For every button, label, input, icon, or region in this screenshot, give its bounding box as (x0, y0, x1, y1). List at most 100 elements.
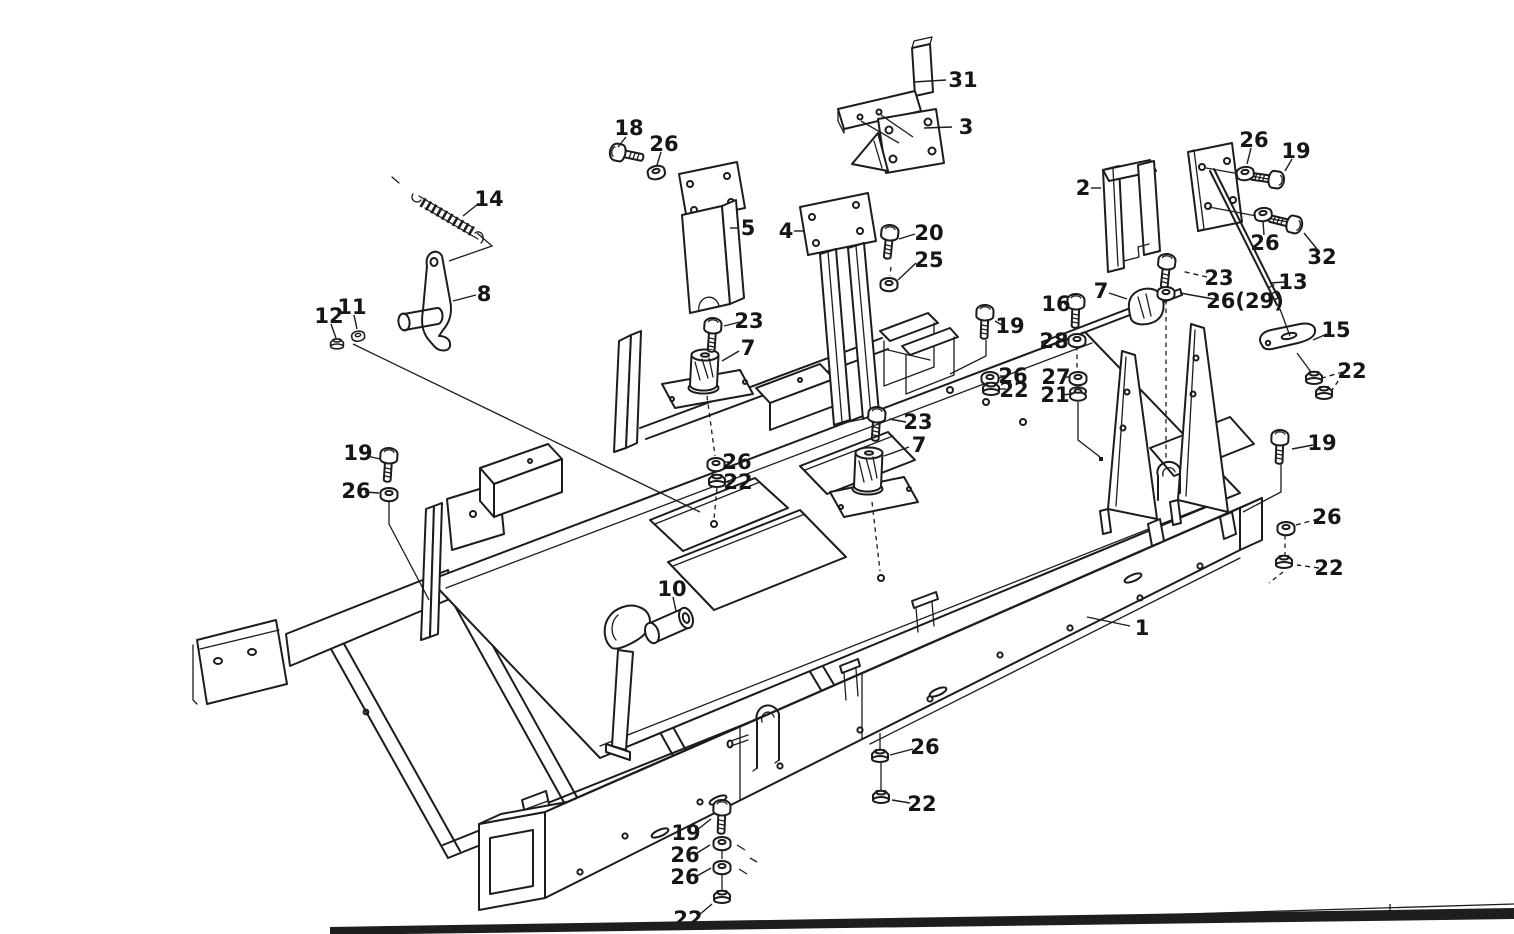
bracket-5 (678, 161, 746, 314)
washer-11 (350, 329, 366, 343)
part-callout-12: 12 (314, 304, 343, 328)
callout-leader-26 (889, 748, 914, 756)
u-bolt (755, 704, 780, 769)
part-callout-7: 7 (741, 336, 756, 360)
part-callout-26: 26 (998, 364, 1027, 388)
part-callout-22: 22 (999, 378, 1028, 402)
lever-8-and-spring-14 (391, 176, 484, 352)
callout-leader-1 (1086, 616, 1131, 627)
part-callout-26: 26 (1250, 231, 1279, 255)
callout-leader-26 (1262, 220, 1265, 236)
part-callout-5: 5 (741, 216, 756, 240)
rubber-mounts (661, 287, 1183, 518)
callout-leader-11 (353, 314, 358, 330)
callout-leader-28 (1061, 339, 1069, 342)
callout-leader-26(29) (1179, 292, 1220, 301)
bracket-2 (1102, 159, 1161, 273)
nut-22 (872, 789, 890, 804)
part-callout-7: 7 (912, 433, 927, 457)
washer-27 (1068, 371, 1088, 387)
part-callout-4: 4 (779, 219, 794, 243)
part-callout-2: 2 (1076, 176, 1091, 200)
part-callout-26: 26 (670, 843, 699, 867)
rear-rail-and-end-bracket (192, 569, 453, 705)
part-callout-3: 3 (959, 115, 974, 139)
nut-12 (329, 338, 345, 350)
part-callout-27: 27 (1041, 365, 1070, 389)
part-callout-7: 7 (1094, 279, 1109, 303)
part-callout-19: 19 (671, 821, 700, 845)
angle-posts-and-seats (420, 312, 959, 641)
part-callout-19: 19 (1307, 431, 1336, 455)
callout-leader-16 (1063, 302, 1070, 305)
part-callout-19: 19 (343, 441, 372, 465)
callout-leader-19 (366, 455, 381, 460)
part-callout-22: 22 (907, 792, 936, 816)
part-callout-21: 21 (1040, 383, 1069, 407)
callout-leader-10 (672, 596, 677, 612)
callout-leader-26 (1295, 518, 1319, 526)
callout-leader-32 (1303, 232, 1318, 250)
callout-leader-18 (617, 136, 627, 148)
part-callout-32: 32 (1307, 245, 1336, 269)
callout-leader-26 (696, 844, 711, 854)
washer-25 (879, 277, 899, 293)
callout-leader-22 (891, 799, 911, 804)
part-callout-26: 26 (1312, 505, 1341, 529)
right-support-posts (1099, 323, 1237, 547)
part-callout-13: 13 (1278, 270, 1307, 294)
part-callout-26: 26 (670, 865, 699, 889)
washer-26 (712, 836, 732, 852)
part-callout-26: 26 (1239, 128, 1268, 152)
callout-leader-8 (452, 294, 477, 302)
callout-leader-14 (462, 203, 479, 217)
part-callout-19: 19 (995, 314, 1024, 338)
washer-26-29 (1156, 286, 1176, 302)
part-callout-26: 26 (341, 479, 370, 503)
bracket-4 (799, 192, 880, 426)
callout-leader-15 (1312, 333, 1328, 341)
callout-leader-3 (923, 126, 953, 129)
callout-leader-22 (698, 903, 713, 916)
callout-leader-12 (330, 323, 337, 339)
part-callout-26: 26 (910, 735, 939, 759)
part-callout-23: 23 (1204, 266, 1233, 290)
pin (730, 734, 749, 747)
washer-26 (1234, 164, 1256, 183)
nut-22 (1305, 370, 1323, 385)
callout-leader-19 (1284, 158, 1293, 172)
part-callout-1: 1 (1135, 616, 1150, 640)
washer-26 (1276, 521, 1296, 537)
locknut-21 (1069, 386, 1087, 402)
part-callout-22: 22 (1337, 359, 1366, 383)
callout-leader-7 (1108, 292, 1128, 300)
assembly-axis-lines (352, 114, 1344, 890)
part-callout-23: 23 (903, 410, 932, 434)
nut-22 (713, 889, 731, 904)
callout-leader-7 (883, 446, 910, 457)
washer-28 (1067, 333, 1087, 349)
part-callout-19: 19 (1281, 139, 1310, 163)
part-callout-23: 23 (734, 309, 763, 333)
part-callout-20: 20 (914, 221, 943, 245)
callout-leader-26 (364, 491, 380, 494)
callout-leader-26 (656, 151, 662, 166)
roller-10-and-lug (603, 604, 694, 761)
callout-leader-22 (1296, 564, 1320, 569)
washer-26 (379, 487, 399, 503)
part-callout-14: 14 (474, 187, 503, 211)
nut-22 (1275, 554, 1293, 569)
callout-leader-26 (1246, 147, 1252, 165)
part-callout-8: 8 (477, 282, 492, 306)
rod-13-plate-and-link-15 (1187, 142, 1317, 351)
nut-26 (871, 748, 889, 763)
callout-leader-23 (1180, 270, 1208, 278)
nut-22 (982, 381, 1000, 396)
callout-leader-19 (994, 320, 1003, 326)
part-callout-26(29): 26(29) (1206, 289, 1284, 313)
part-callout-25: 25 (914, 248, 943, 272)
callout-leader-7 (721, 350, 740, 362)
part-callout-16: 16 (1041, 292, 1070, 316)
part-callout-10: 10 (657, 577, 686, 601)
